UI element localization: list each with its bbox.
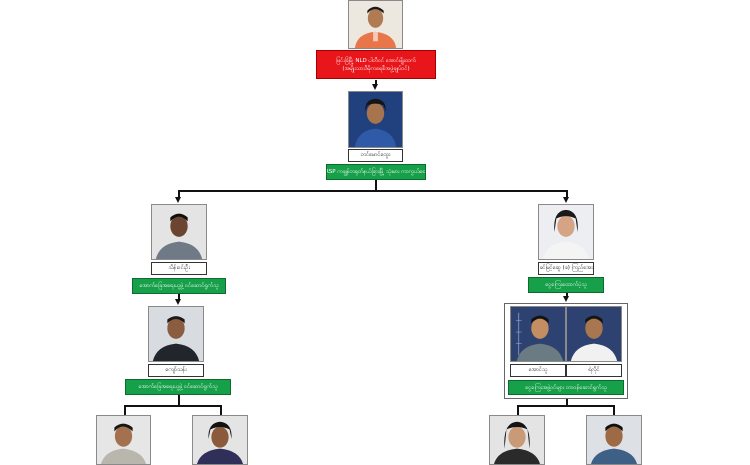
photo-right-person — [538, 204, 594, 260]
label-top-line1: မြင်းခြံမြို့ NLD ပါတီဝင် အောင်မျိုးထက် — [336, 57, 416, 64]
connector-right-branch — [566, 190, 568, 198]
connector-second-down — [375, 180, 377, 190]
connector-right-bottom-2 — [613, 405, 615, 415]
connector-left-to-sub — [178, 294, 180, 300]
connector-left-sub-down — [178, 395, 180, 405]
connector-left-bottom-1 — [124, 405, 126, 415]
label-left-role-text: အောက်ခြေအရေးယူဖွဲ့ ဝင်ဆောင်ရွက်သူ — [139, 283, 219, 289]
namebox-right-pair-2: ရဲလိုင် — [566, 364, 622, 377]
connector-left-bottom-2 — [220, 405, 222, 415]
label-left-sub-role-text: အောက်ခြေအရေးယူဖွဲ့ ဝင်ဆောင်ရွက်သူ — [138, 384, 218, 390]
arrow-to-right — [563, 197, 569, 203]
namebox-left: သိန်းဝင်းဦး — [151, 262, 207, 275]
label-top-line2: (အမျိုးသားဒီမိုကရေစီအဖွဲ့ချုပ်ဝင်) — [342, 65, 410, 72]
photo-right-bottom-2 — [586, 415, 642, 465]
connector-top-to-second — [375, 80, 377, 86]
label-right-role-text: ငွေကြေးထောက်ပံ့သူ — [545, 282, 587, 288]
connector-left-bottom-horizontal — [124, 405, 221, 407]
connector-right-to-pair — [566, 292, 568, 298]
photo-right-pair-2 — [566, 306, 622, 362]
connector-right-pair-down — [566, 398, 568, 405]
photo-left-bottom-1 — [96, 415, 151, 465]
arrow-top-to-second — [372, 84, 378, 90]
label-second-role-text: RSP ကချွန်တရုတ်နယ်ခြားမြို့ သုံးမား ကာကွ… — [326, 169, 426, 175]
label-second-role: RSP ကချွန်တရုတ်နယ်ခြားမြို့ သုံးမား ကာကွ… — [326, 164, 426, 180]
connector-right-bottom-horizontal — [517, 405, 614, 407]
photo-right-bottom-1 — [489, 415, 545, 465]
namebox-left-sub: ကျော်သန်း — [148, 364, 204, 377]
photo-left-person — [151, 204, 207, 260]
namebox-right: ခင်မြင့်ဆွေ (ခ) ကြည်အေး — [538, 262, 594, 275]
label-right-pair-role-text: ငွေကြေးအဖွဲ့ဝင်များ တာဝန်ဆောင်ရွက်သူ — [525, 384, 607, 391]
connector-branch-horizontal — [178, 190, 567, 192]
photo-right-pair-1 — [510, 306, 566, 362]
namebox-second: တင်မောင်ထွေး — [348, 149, 403, 162]
label-top-affiliation: မြင်းခြံမြို့ NLD ပါတီဝင် အောင်မျိုးထက် … — [316, 50, 436, 79]
connector-right-bottom-1 — [517, 405, 519, 415]
label-right-pair-role: ငွေကြေးအဖွဲ့ဝင်များ တာဝန်ဆောင်ရွက်သူ — [508, 380, 624, 395]
namebox-right-pair-1: အောင်သူ — [510, 364, 566, 377]
photo-second-person — [348, 91, 403, 148]
label-left-sub-role: အောက်ခြေအရေးယူဖွဲ့ ဝင်ဆောင်ရွက်သူ — [125, 379, 231, 395]
arrow-left-to-sub — [175, 299, 181, 305]
arrow-to-left — [175, 197, 181, 203]
arrow-right-to-pair — [563, 296, 569, 302]
photo-left-sub-person — [148, 306, 204, 362]
photo-top-person — [348, 0, 403, 49]
connector-left-branch — [178, 190, 180, 198]
photo-left-bottom-2 — [192, 415, 248, 465]
label-left-role: အောက်ခြေအရေးယူဖွဲ့ ဝင်ဆောင်ရွက်သူ — [132, 278, 226, 294]
label-right-role: ငွေကြေးထောက်ပံ့သူ — [528, 277, 604, 293]
